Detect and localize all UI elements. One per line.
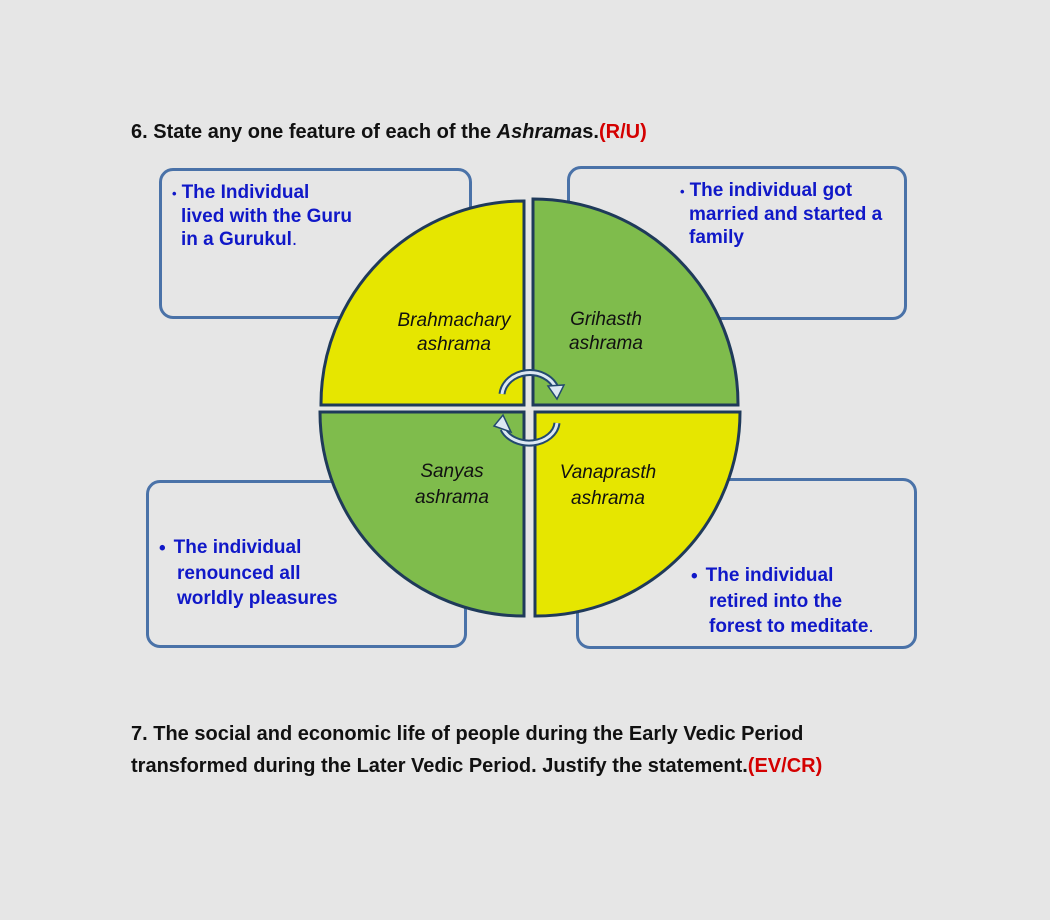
quadrant-brahmachary-name: Brahmachary — [398, 310, 512, 331]
question-7-line-2: transformed during the Later Vedic Perio… — [131, 755, 748, 777]
question-7-line-1: 7. The social and economic life of peopl… — [131, 723, 804, 745]
question-6: 6. State any one feature of each of the … — [131, 116, 647, 148]
question-6-tag: (R/U) — [598, 121, 647, 143]
box-line: worldly pleasures — [177, 588, 338, 609]
quadrant-brahmachary-word: ashrama — [417, 334, 491, 355]
question-7: 7. The social and economic life of peopl… — [131, 718, 931, 782]
box-line-with-tail: in a Gurukul. — [172, 228, 459, 251]
bullet-icon: • — [680, 184, 685, 199]
question-7-tag: (EV/CR) — [747, 755, 823, 777]
quadrant-vanaprasth-word: ashrama — [571, 488, 645, 509]
quadrant-grihasth-shape — [531, 197, 740, 407]
quadrant-brahmachary: Brahmachary ashrama — [319, 199, 526, 407]
box-line: The individual — [705, 565, 834, 586]
quadrant-sanyas-word: ashrama — [415, 487, 489, 508]
box-line: renounced all — [177, 563, 301, 584]
quadrant-grihasth: Grihasth ashrama — [531, 197, 740, 407]
quadrant-vanaprasth-shape — [533, 410, 742, 618]
box-line: forest to meditate — [709, 616, 869, 637]
quadrant-brahmachary-shape — [319, 199, 526, 407]
bullet-icon: • — [172, 186, 177, 201]
bullet-icon: • — [159, 538, 166, 559]
upper-arrowhead-icon — [546, 384, 566, 401]
question-6-suffix: s. — [582, 121, 599, 143]
box-line-tail: . — [291, 229, 298, 250]
question-7-line-2-wrap: transformed during the Later Vedic Perio… — [131, 750, 931, 782]
quadrant-vanaprasth-name: Vanaprasth — [560, 462, 656, 483]
box-line-tail: . — [868, 616, 874, 637]
lower-arrowhead-icon — [492, 413, 513, 434]
box-line: lived with the Guru — [181, 206, 353, 227]
box-line: in a Gurukul — [181, 229, 292, 250]
box-line: family — [689, 227, 744, 248]
box-line: The individual got — [689, 180, 853, 201]
box-line: The individual — [173, 537, 302, 558]
question-6-italic: Ashrama — [496, 121, 583, 143]
quadrant-grihasth-word: ashrama — [569, 333, 643, 354]
box-line-with-tail: forest to meditate. — [691, 614, 904, 639]
quadrant-vanaprasth: Vanaprasth ashrama — [533, 410, 742, 618]
question-6-text: State any one feature of each of the — [153, 121, 492, 143]
box-line: retired into the — [709, 591, 843, 612]
quadrant-sanyas: Sanyas ashrama — [318, 410, 526, 618]
quadrant-grihasth-name: Grihasth — [570, 309, 642, 330]
question-6-number: 6. — [131, 121, 148, 143]
quadrant-sanyas-shape — [318, 410, 526, 618]
cycle-arrows-icon — [492, 369, 566, 447]
quadrant-sanyas-name: Sanyas — [420, 461, 484, 482]
box-line: The Individual — [181, 182, 310, 203]
bullet-icon: • — [691, 566, 698, 587]
box-line: married and started a — [689, 204, 883, 225]
